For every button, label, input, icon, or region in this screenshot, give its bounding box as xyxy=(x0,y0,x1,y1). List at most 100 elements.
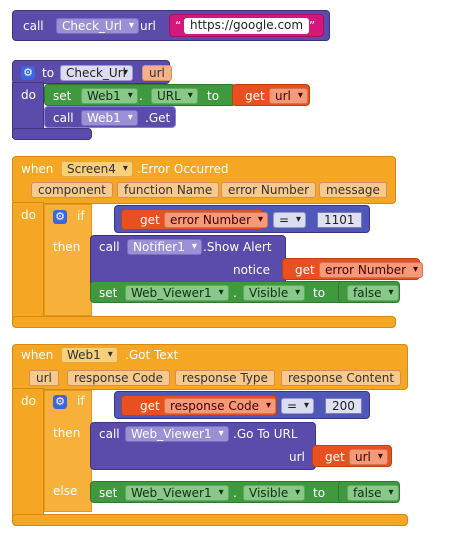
get-var-dropdown[interactable]: url xyxy=(269,88,308,104)
gear-icon[interactable]: ⚙ xyxy=(53,395,67,409)
call-method-label: .Go To URL xyxy=(233,427,298,441)
else-keyword: else xyxy=(53,484,78,498)
set-keyword: set xyxy=(99,286,118,300)
set-component-dropdown[interactable]: Web_Viewer1 xyxy=(125,485,229,501)
get-keyword: get xyxy=(245,89,265,103)
error-event-header[interactable]: when Screen4 .Error Occurred component f… xyxy=(12,156,396,204)
get-response-code-block[interactable]: get response Code xyxy=(121,395,277,416)
set-keyword: set xyxy=(99,486,118,500)
call-component-dropdown[interactable]: Notifier1 xyxy=(127,239,202,255)
compare-block-gottext[interactable]: get response Code = 200 xyxy=(114,391,370,419)
get-keyword: get xyxy=(140,399,160,413)
call-check-url-block[interactable]: call Check_Url url “ https://google.com … xyxy=(12,10,330,41)
procedure-name-field[interactable]: Check_Url xyxy=(60,65,133,81)
dot-separator: . xyxy=(233,286,237,300)
close-quote: ” xyxy=(309,19,316,33)
if-keyword: if xyxy=(77,394,85,408)
gottext-event-do-arm: do xyxy=(12,388,44,518)
if-else-block-gottext[interactable]: ⚙ if then else xyxy=(44,390,92,512)
call-keyword: call xyxy=(99,240,120,254)
get-var-dropdown[interactable]: response Code xyxy=(164,398,277,414)
then-keyword: then xyxy=(53,240,81,254)
call-webviewer-gotourl[interactable]: call Web_Viewer1 .Go To URL url xyxy=(90,422,316,470)
set-keyword: set xyxy=(53,89,72,103)
set-web1-url-block[interactable]: set Web1 . URL to xyxy=(44,84,236,106)
set-webviewer-visible-block[interactable]: set Web_Viewer1 . Visible to xyxy=(90,281,344,303)
param-url-chip[interactable]: url xyxy=(142,65,172,81)
then-keyword: then xyxy=(53,426,81,440)
get-url-block[interactable]: get url xyxy=(232,84,310,106)
notice-label: notice xyxy=(233,263,270,277)
when-keyword: when xyxy=(21,162,54,176)
set-component-dropdown[interactable]: Web1 xyxy=(81,88,138,104)
url-arg-label: url xyxy=(289,450,305,464)
get-var-dropdown[interactable]: error Number xyxy=(319,262,424,278)
call-web1-get-block[interactable]: call Web1 .Get xyxy=(44,106,176,128)
set-component-dropdown[interactable]: Web_Viewer1 xyxy=(125,285,229,301)
do-keyword: do xyxy=(21,394,36,408)
call-method-label: .Show Alert xyxy=(203,240,272,254)
param-chip-function-name[interactable]: function Name xyxy=(117,182,220,198)
call-keyword: call xyxy=(53,111,74,125)
logic-false-block[interactable]: false xyxy=(338,281,400,303)
set-webviewer-visible-else[interactable]: set Web_Viewer1 . Visible to xyxy=(90,481,344,503)
param-chip-component[interactable]: component xyxy=(31,182,113,198)
gottext-event-footer xyxy=(12,514,408,526)
call-component-dropdown[interactable]: Web1 xyxy=(81,110,138,126)
text-string-block[interactable]: “ https://google.com ” xyxy=(169,14,324,37)
number-value-field[interactable]: 200 xyxy=(325,398,362,414)
event-name-label: .Error Occurred xyxy=(137,162,229,176)
when-keyword: when xyxy=(21,348,54,362)
call-method-label: .Get xyxy=(145,111,171,125)
do-keyword: do xyxy=(21,208,36,222)
param-chip-response-content[interactable]: response Content xyxy=(281,370,402,386)
to-keyword: to xyxy=(313,486,326,500)
get-keyword: get xyxy=(325,450,345,464)
get-error-number-block[interactable]: get error Number xyxy=(121,209,269,230)
get-url-arg-block[interactable]: get url xyxy=(312,445,392,467)
do-keyword: do xyxy=(21,88,36,102)
to-keyword: to xyxy=(207,89,220,103)
get-error-number-notice[interactable]: get error Number xyxy=(282,258,424,280)
error-event-do-arm: do xyxy=(12,202,44,320)
event-component-dropdown[interactable]: Web1 xyxy=(61,347,118,363)
if-keyword: if xyxy=(77,209,85,223)
logic-false-block-else[interactable]: false xyxy=(338,481,400,503)
compare-block-error[interactable]: get error Number = 1101 xyxy=(114,205,370,233)
string-value-field[interactable]: https://google.com xyxy=(184,18,310,34)
set-property-dropdown[interactable]: URL xyxy=(151,88,198,104)
param-chip-message[interactable]: message xyxy=(319,182,387,198)
to-keyword: to xyxy=(42,66,55,80)
call-keyword: call xyxy=(99,427,120,441)
false-dropdown[interactable]: false xyxy=(347,285,399,301)
param-chip-url[interactable]: url xyxy=(29,370,59,386)
procedure-footer xyxy=(12,128,92,140)
get-keyword: get xyxy=(295,263,315,277)
get-var-dropdown[interactable]: url xyxy=(349,449,388,465)
get-var-dropdown[interactable]: error Number xyxy=(164,212,269,228)
event-name-label: .Got Text xyxy=(125,348,179,362)
param-chip-response-type[interactable]: response Type xyxy=(175,370,275,386)
open-quote: “ xyxy=(175,19,182,33)
param-chip-response-code[interactable]: response Code xyxy=(67,370,171,386)
param-label-url: url xyxy=(140,19,156,33)
call-notifier-show-alert[interactable]: call Notifier1 .Show Alert notice xyxy=(90,235,286,287)
if-block-error[interactable]: ⚙ if then xyxy=(44,204,92,316)
set-property-dropdown[interactable]: Visible xyxy=(243,485,306,501)
param-chip-error-number[interactable]: error Number xyxy=(221,182,317,198)
error-event-footer xyxy=(12,316,396,328)
procedure-name-dropdown[interactable]: Check_Url xyxy=(56,18,139,34)
set-property-dropdown[interactable]: Visible xyxy=(243,285,306,301)
call-keyword: call xyxy=(23,19,44,33)
operator-dropdown[interactable]: = xyxy=(281,398,315,414)
get-keyword: get xyxy=(140,213,160,227)
event-component-dropdown[interactable]: Screen4 xyxy=(61,161,133,177)
operator-dropdown[interactable]: = xyxy=(273,212,307,228)
procedure-header[interactable]: ⚙ to Check_Url url xyxy=(12,60,172,84)
gear-icon[interactable]: ⚙ xyxy=(53,210,67,224)
gear-icon[interactable]: ⚙ xyxy=(21,66,35,80)
call-component-dropdown[interactable]: Web_Viewer1 xyxy=(125,426,229,442)
false-dropdown[interactable]: false xyxy=(347,485,399,501)
gottext-event-header[interactable]: when Web1 .Got Text url response Code re… xyxy=(12,344,408,390)
number-value-field[interactable]: 1101 xyxy=(317,212,362,228)
